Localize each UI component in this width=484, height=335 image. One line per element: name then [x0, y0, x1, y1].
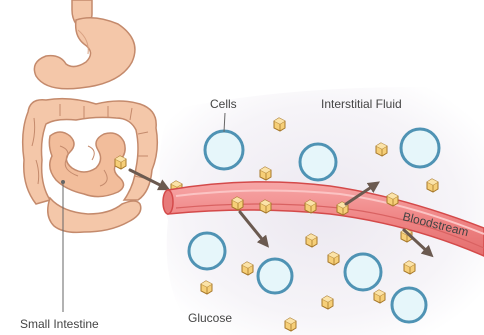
glucose-cube-icon	[285, 318, 296, 331]
glucose-cube-icon	[322, 296, 333, 309]
stomach	[34, 18, 135, 89]
glucose-cube-icon	[328, 252, 339, 265]
glucose-cube-icon	[427, 179, 438, 192]
interstitial-fluid-label: Interstitial Fluid	[321, 97, 402, 111]
cell-icon	[300, 144, 336, 180]
small-intestine	[49, 132, 125, 197]
glucose-cube-icon	[260, 167, 271, 180]
cell-icon	[392, 288, 426, 322]
cell-icon	[189, 233, 225, 269]
small-intestine-label: Small Intestine	[20, 317, 99, 331]
glucose-cube-icon	[306, 234, 317, 247]
glucose-label: Glucose	[188, 311, 232, 325]
glucose-cube-icon	[242, 262, 253, 275]
cells-label: Cells	[210, 97, 237, 111]
cell-icon	[345, 254, 381, 290]
glucose-cube-icon	[232, 197, 243, 210]
cell-icon	[258, 259, 292, 293]
glucose-cube-icon	[260, 200, 271, 213]
glucose-cube-icon	[404, 261, 415, 274]
glucose-cube-icon	[274, 118, 285, 131]
cell-icon	[205, 131, 243, 169]
digestive-system-icon	[23, 0, 158, 232]
glucose-cube-icon	[201, 281, 212, 294]
glucose-cube-icon	[374, 290, 385, 303]
glucose-cube-icon	[376, 143, 387, 156]
glucose-cube-icon	[115, 156, 126, 169]
glucose-cube-icon	[305, 200, 316, 213]
cell-icon	[401, 129, 439, 167]
glucose-cube-icon	[387, 193, 398, 206]
